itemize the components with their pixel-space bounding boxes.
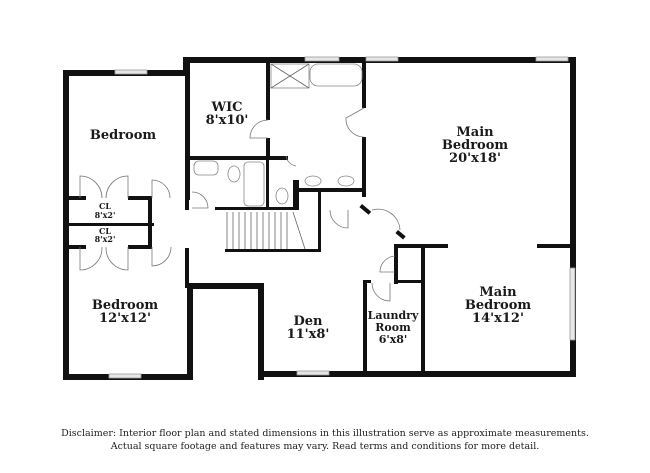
staircase [226, 211, 306, 250]
bathtub-hall [243, 161, 265, 207]
doors [79, 107, 401, 302]
label-main-bedroom-south-dims: 14'x12' [472, 311, 524, 326]
label-main-bedroom-north-line1: Main [456, 125, 494, 140]
sink-master-1 [304, 175, 322, 187]
label-closet-2-dims: 8'x2' [95, 234, 116, 244]
toilet-master [275, 187, 289, 205]
label-laundry-line1: Laundry [368, 309, 419, 322]
label-main-bedroom-south-line2: Bedroom [465, 298, 532, 313]
sink-master-2 [337, 175, 355, 187]
label-laundry-dims: 6'x8' [379, 333, 408, 346]
sink-hall [193, 160, 219, 176]
label-den-dims: 11'x8' [287, 327, 330, 342]
interior-walls [66, 60, 575, 376]
disclaimer-line-2: Actual square footage and features may v… [110, 441, 540, 452]
label-laundry-line2: Room [375, 321, 411, 334]
label-wic: WIC [210, 100, 242, 115]
toilet-hall [227, 165, 241, 183]
windows [108, 56, 576, 379]
label-bedroom-sw: Bedroom [92, 298, 159, 313]
label-closet-1: CL [99, 201, 111, 211]
label-bedroom-sw-dims: 12'x12' [99, 311, 151, 326]
label-main-bedroom-north-dims: 20'x18' [449, 151, 501, 166]
bathtub-master [309, 63, 363, 87]
label-main-bedroom-south-line1: Main [479, 285, 517, 300]
room-labels: Bedroom WIC 8'x10' Main Bedroom 20'x18' … [90, 100, 532, 346]
label-bedroom-nw: Bedroom [90, 128, 157, 143]
label-wic-dims: 8'x10' [206, 113, 249, 128]
disclaimer-line-1: Disclaimer: Interior floor plan and stat… [61, 428, 589, 439]
label-closet-1-dims: 8'x2' [95, 210, 116, 220]
label-main-bedroom-north-line2: Bedroom [442, 138, 509, 153]
label-closet-2: CL [99, 226, 111, 236]
bathroom-fixtures [193, 63, 363, 207]
label-den: Den [294, 314, 324, 329]
